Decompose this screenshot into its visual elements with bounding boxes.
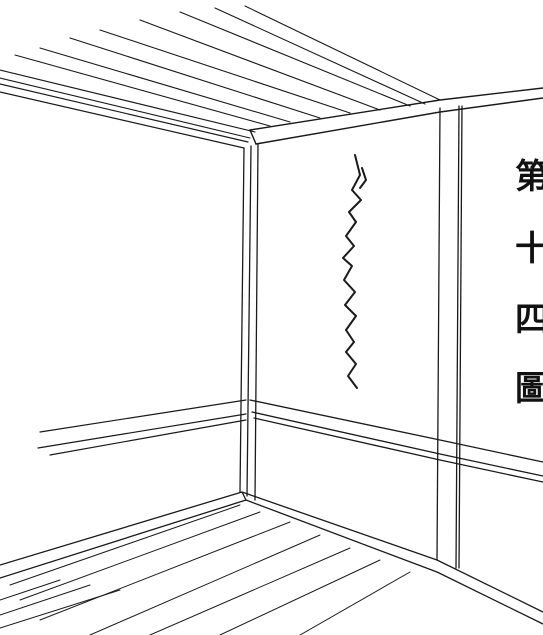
left-wall-rail xyxy=(37,399,247,456)
wall-post xyxy=(436,105,463,569)
ceiling-slats xyxy=(0,5,441,139)
wall-crack xyxy=(342,154,367,389)
caption-char: 四 xyxy=(515,300,543,340)
floor-boards xyxy=(0,504,411,635)
baseboard xyxy=(0,491,543,625)
cornice xyxy=(249,87,543,145)
right-wall-rail xyxy=(249,399,543,483)
caption-char: 圖 xyxy=(515,369,543,409)
caption-char: 十 xyxy=(515,229,543,269)
caption-char: 第 xyxy=(515,157,543,197)
left-cornice xyxy=(0,83,249,149)
corner-post xyxy=(239,143,259,501)
